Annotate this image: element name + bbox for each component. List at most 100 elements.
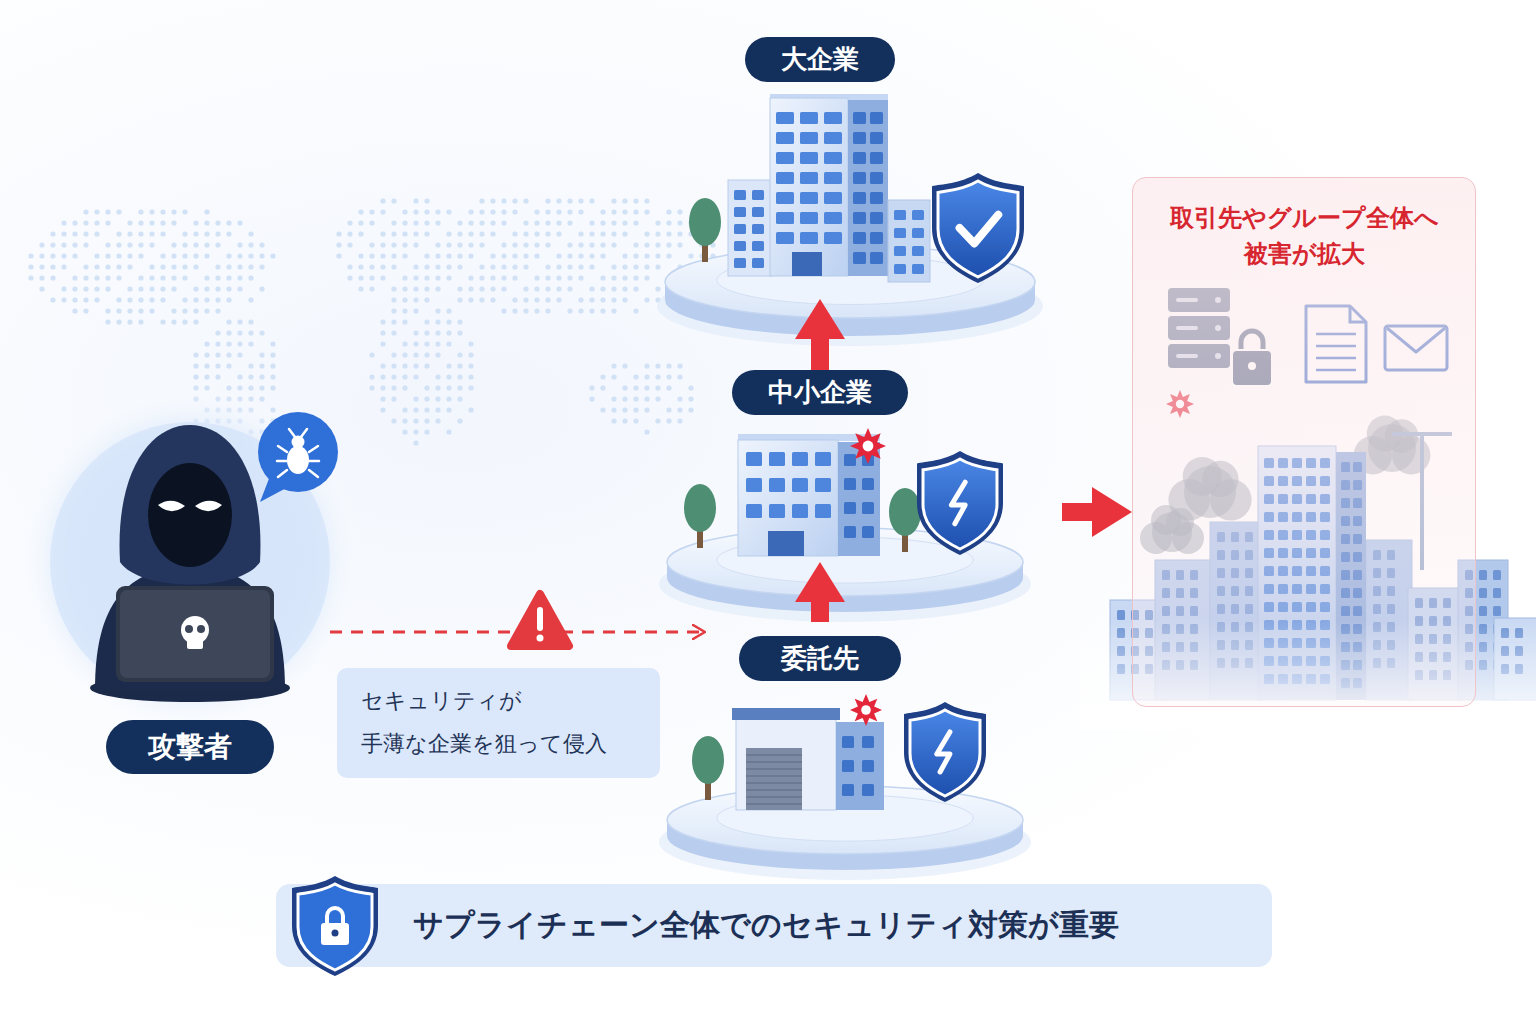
skull-eye (185, 625, 193, 633)
map-dot (358, 209, 363, 214)
map-dot (578, 264, 583, 269)
map-dot (226, 341, 231, 346)
window (824, 112, 842, 124)
map-dot (446, 319, 451, 324)
map-dot (666, 231, 671, 236)
map-dot (622, 407, 627, 412)
sme-illustration (659, 428, 1031, 622)
garage-slat (746, 782, 802, 784)
shield-inner (298, 884, 372, 970)
map-dot (72, 242, 77, 247)
shield-outer (932, 173, 1024, 283)
map-dot (578, 253, 583, 258)
building-side (848, 100, 888, 276)
map-dot (468, 297, 473, 302)
map-dot (644, 209, 649, 214)
map-dot (391, 264, 396, 269)
map-dot (611, 363, 616, 368)
map-dot (358, 231, 363, 236)
map-dot (457, 297, 462, 302)
map-dot (105, 209, 110, 214)
map-dot (468, 253, 473, 258)
map-dot (171, 253, 176, 258)
window (800, 212, 818, 224)
map-dot (391, 418, 396, 423)
map-dot (567, 308, 572, 313)
map-dot (435, 319, 440, 324)
map-dot (270, 385, 275, 390)
shield-outer (292, 876, 378, 976)
map-dot (380, 396, 385, 401)
map-dot (424, 396, 429, 401)
map-dot (611, 396, 616, 401)
map-dot (512, 308, 517, 313)
map-dot (622, 385, 627, 390)
map-dot (589, 308, 594, 313)
map-dot (622, 231, 627, 236)
map-dot (402, 341, 407, 346)
bug-body (287, 446, 309, 474)
map-dot (358, 220, 363, 225)
map-dot (171, 319, 176, 324)
map-dot (182, 264, 187, 269)
map-dot (644, 242, 649, 247)
building-annex (888, 200, 930, 282)
map-dot (622, 418, 627, 423)
map-dot (589, 396, 594, 401)
map-dot (578, 198, 583, 203)
map-dot (61, 264, 66, 269)
window (1493, 588, 1501, 598)
window (853, 232, 866, 244)
map-dot (457, 396, 462, 401)
map-dot (83, 286, 88, 291)
map-dot (534, 231, 539, 236)
map-dot (457, 264, 462, 269)
map-dot (369, 264, 374, 269)
map-dot (369, 286, 374, 291)
map-dot (39, 275, 44, 280)
map-dot (446, 396, 451, 401)
map-dot (237, 341, 242, 346)
map-dot (413, 374, 418, 379)
map-dot (215, 220, 220, 225)
lightning-mark (937, 732, 950, 772)
map-dot (413, 198, 418, 203)
map-dot (545, 220, 550, 225)
map-dot (534, 209, 539, 214)
window (746, 504, 762, 518)
tier-group: 委託先 (705, 622, 1040, 842)
map-dot (171, 308, 176, 313)
map-dot (611, 374, 616, 379)
map-dot (226, 220, 231, 225)
map-dot (380, 374, 385, 379)
window (734, 241, 746, 251)
map-dot (655, 363, 660, 368)
map-dot (479, 231, 484, 236)
map-dot (204, 341, 209, 346)
map-dot (413, 341, 418, 346)
map-dot (611, 297, 616, 302)
map-dot (468, 407, 473, 412)
window (894, 210, 906, 220)
burst-core (863, 441, 874, 452)
map-dot (644, 363, 649, 368)
map-dot (446, 308, 451, 313)
map-dot (116, 253, 121, 258)
window (844, 502, 856, 514)
map-dot (193, 297, 198, 302)
map-dot (237, 352, 242, 357)
banner-shield-icon (276, 878, 396, 978)
map-dot (138, 275, 143, 280)
map-dot (567, 242, 572, 247)
map-dot (534, 297, 539, 302)
map-dot (182, 308, 187, 313)
attacker-face (148, 463, 232, 567)
map-dot (512, 198, 517, 203)
bug-leg (277, 460, 287, 463)
window (870, 232, 883, 244)
map-dot (424, 253, 429, 258)
map-dot (61, 253, 66, 258)
map-dot (391, 286, 396, 291)
map-dot (160, 231, 165, 236)
map-dot (677, 231, 682, 236)
